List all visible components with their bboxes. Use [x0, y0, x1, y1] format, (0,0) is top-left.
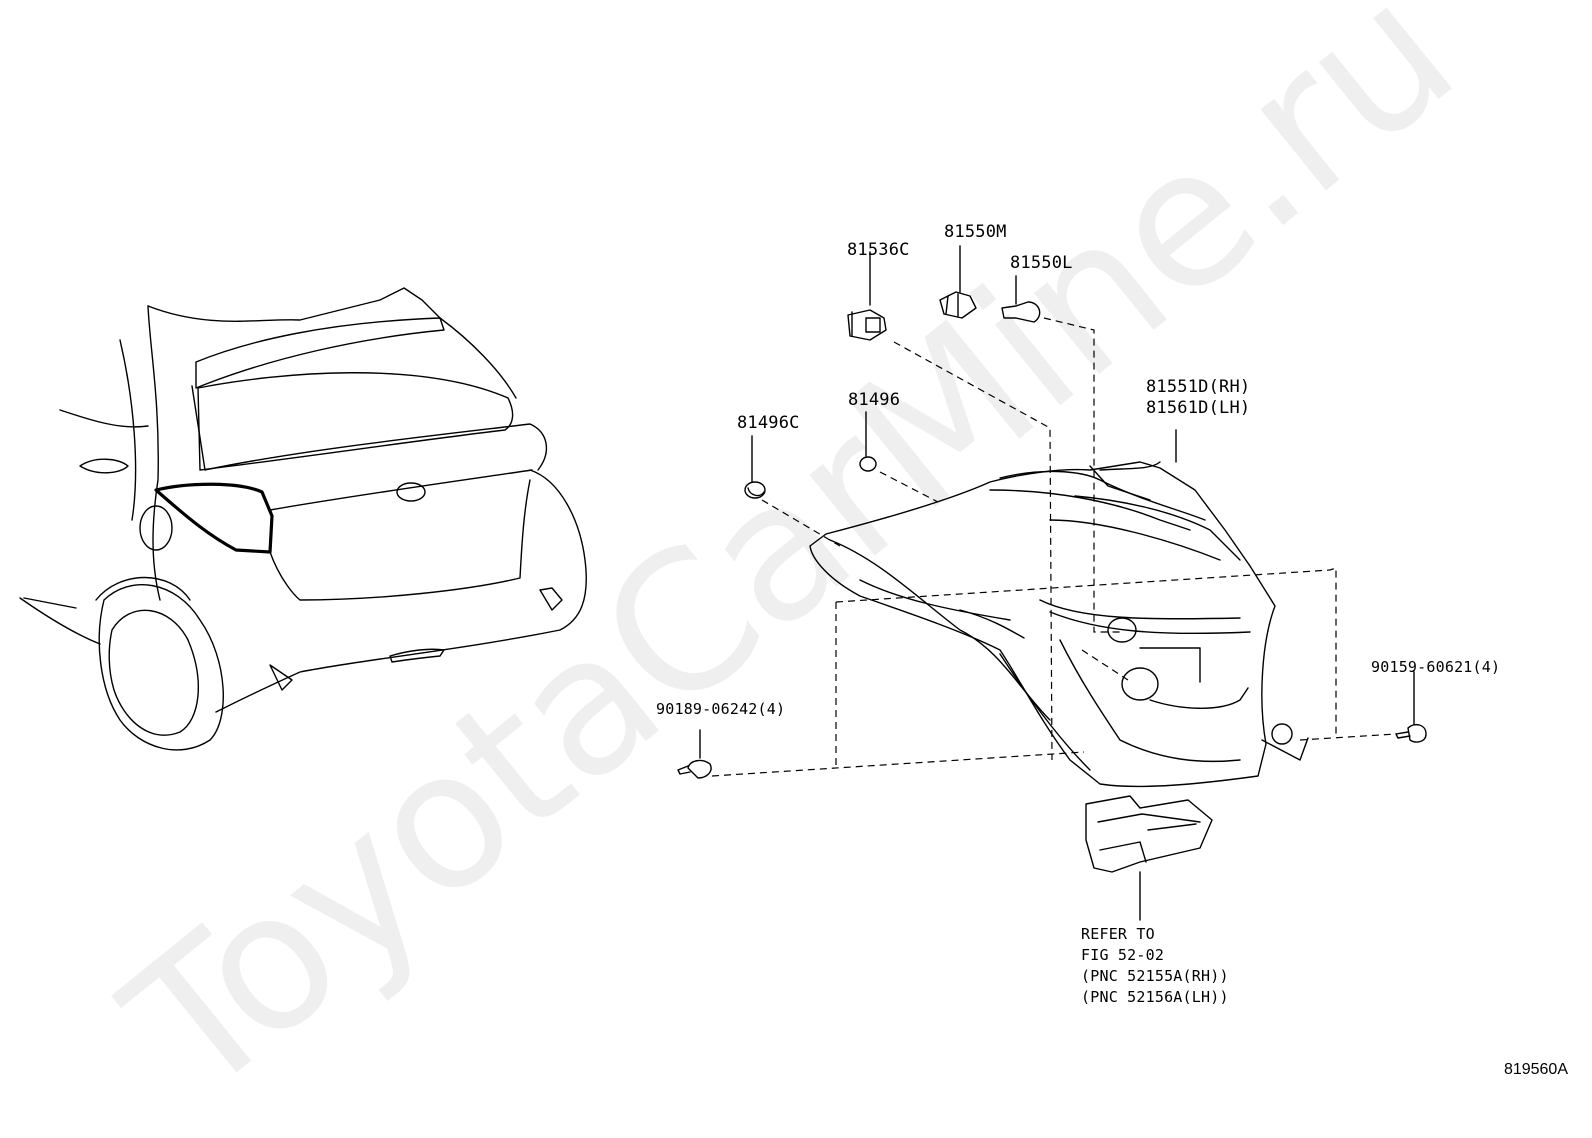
label-lamp-lh: 81561D(LH): [1146, 398, 1251, 418]
guide-lines: [711, 317, 1397, 777]
label-81496: 81496: [848, 390, 901, 410]
rear-combination-lamp: [809, 461, 1309, 788]
figure-id: 819560A: [1503, 1061, 1568, 1078]
label-81550L: 81550L: [1010, 253, 1073, 273]
screw-right-shape: [1395, 671, 1427, 743]
plug-81496C-shape: [744, 435, 766, 499]
label-screw-left: 90189-06242(4): [656, 700, 786, 718]
label-81536C: 81536C: [847, 240, 910, 260]
label-lamp-rh: 81551D(RH): [1146, 377, 1251, 397]
label-screw-right: 90159-60621(4): [1371, 658, 1501, 676]
refer-note-line2: FIG 52-02: [1081, 946, 1165, 964]
bracket-shape: [1085, 795, 1213, 921]
bulb-81550L-shape: [1001, 275, 1041, 323]
screw-left-shape: [677, 729, 712, 779]
label-81550M: 81550M: [944, 222, 1007, 242]
plug-81496-shape: [859, 411, 877, 472]
refer-note-line4: (PNC 52156A(LH)): [1081, 988, 1229, 1006]
refer-note-line3: (PNC 52155A(RH)): [1081, 967, 1229, 985]
car-rear-illustration: [19, 287, 587, 751]
diagram-drawing: [19, 245, 1427, 921]
socket-81550M-shape: [939, 245, 977, 319]
socket-81536C-shape: [847, 251, 887, 341]
label-81496C: 81496C: [737, 413, 800, 433]
parts-diagram: ToyotaCarMine.ru: [19, 0, 1568, 1138]
refer-note-line1: REFER TO: [1081, 925, 1155, 943]
